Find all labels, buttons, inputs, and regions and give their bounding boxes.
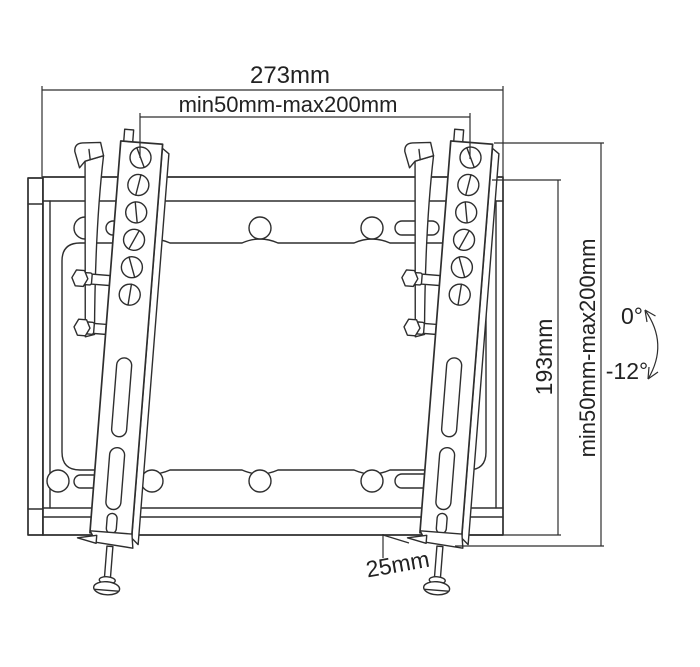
vesa-height-label: min50mm-max200mm xyxy=(575,239,600,458)
dimension-vesa-height: min50mm-max200mm xyxy=(455,142,604,547)
vesa-width-label: min50mm-max200mm xyxy=(179,92,398,117)
wall-plate-left-flange xyxy=(27,177,44,536)
dimension-plate-height: 193mm xyxy=(470,179,561,536)
tilt-arc-arrow xyxy=(644,309,659,380)
dimension-total-width: 273mm xyxy=(41,62,504,177)
total-width-label: 273mm xyxy=(250,62,330,89)
bottom-depth-label: 25mm xyxy=(364,546,431,583)
tilt-max-label: 0° xyxy=(621,303,643,329)
dimension-vesa-width: min50mm-max200mm xyxy=(139,92,471,159)
tilt-angle-indicator: 0° -12° xyxy=(606,303,659,384)
plate-height-label: 193mm xyxy=(531,319,557,396)
tilt-min-label: -12° xyxy=(606,358,648,384)
